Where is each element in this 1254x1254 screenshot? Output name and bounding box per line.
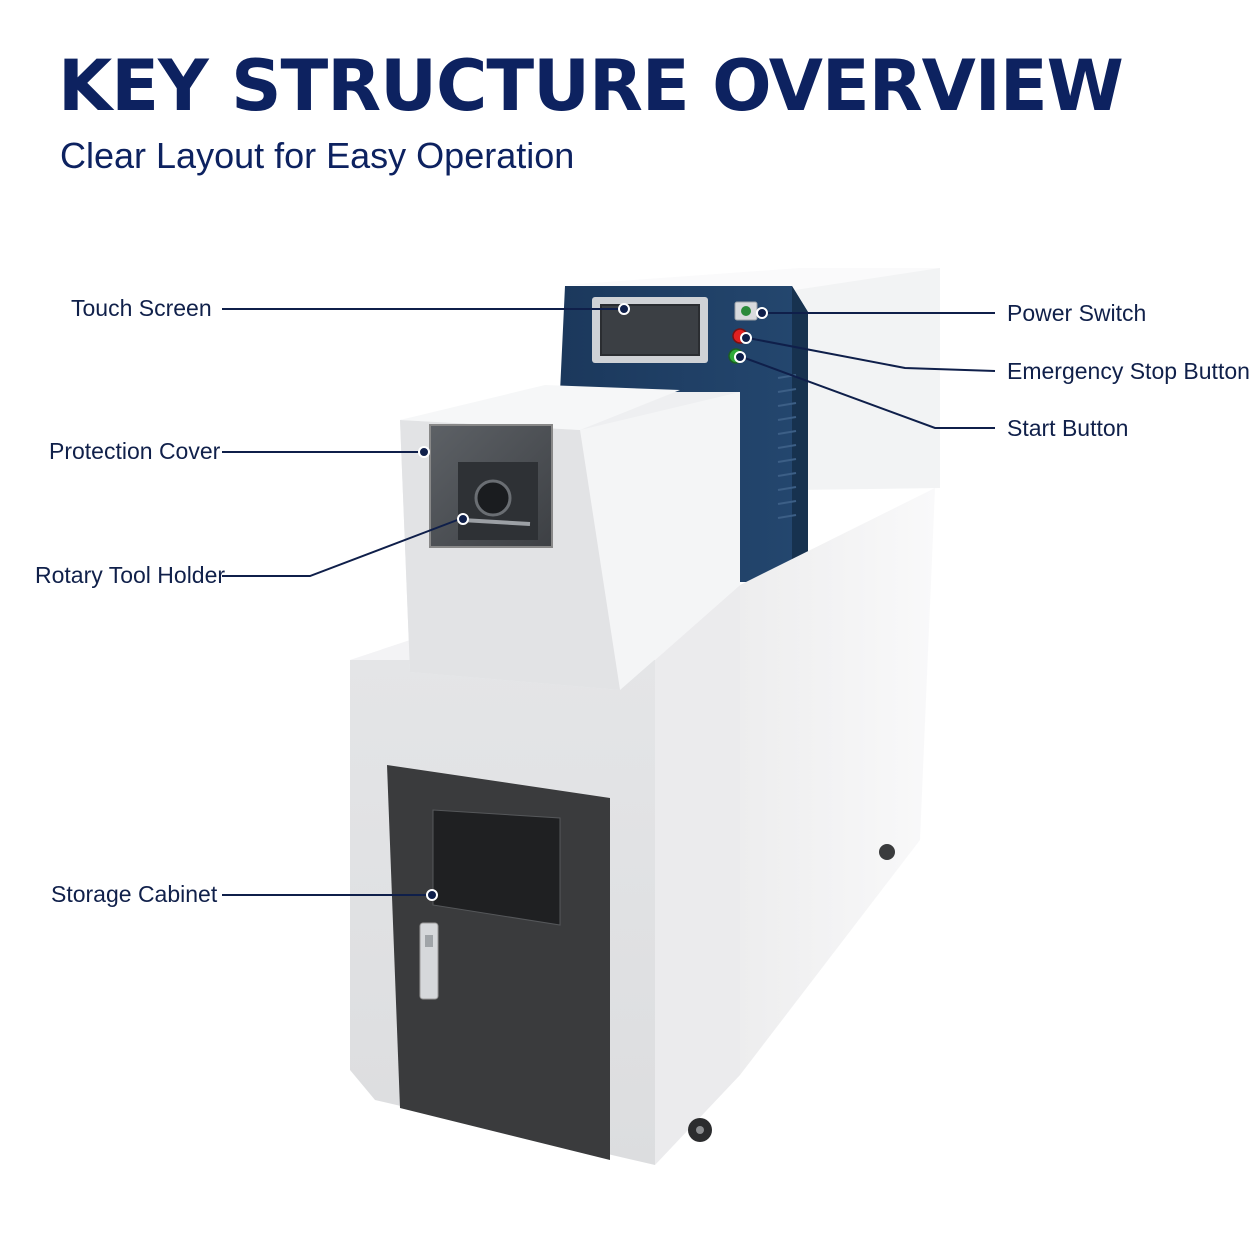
caster-wheel-icon <box>688 844 895 1142</box>
door-handle-icon <box>419 922 439 1000</box>
power-switch-label: Power Switch <box>1007 300 1147 326</box>
storage-cabinet-dot <box>426 889 438 901</box>
storage-cabinet-door <box>387 765 610 1160</box>
emergency-stop-label: Emergency Stop Button <box>1007 358 1250 384</box>
page-title: KEY STRUCTURE OVERVIEW <box>58 45 1124 127</box>
rotary-tool-holder-dot <box>457 513 469 525</box>
emergency-stop-dot <box>740 332 752 344</box>
emergency-stop-line <box>747 337 996 372</box>
protection-cover <box>429 424 553 548</box>
storage-cabinet-label: Storage Cabinet <box>51 881 218 907</box>
rotary-tool-holder-label: Rotary Tool Holder <box>35 562 226 588</box>
upper-housing <box>565 268 940 490</box>
header: KEY STRUCTURE OVERVIEW Clear Layout for … <box>58 45 1124 177</box>
start-button-label: Start Button <box>1007 415 1129 441</box>
start-button-dot <box>734 351 746 363</box>
start-button-line <box>741 356 995 429</box>
power-switch-icon <box>734 301 758 321</box>
callout-lines <box>222 303 996 901</box>
page-subtitle: Clear Layout for Easy Operation <box>60 135 575 176</box>
rotary-tool-holder-line <box>222 518 461 577</box>
protection-cover-dot <box>418 446 430 458</box>
touch-screen-dot <box>618 303 630 315</box>
touch-screen-label: Touch Screen <box>71 295 212 321</box>
protection-cover-label: Protection Cover <box>49 438 221 464</box>
vent-slots <box>777 374 797 519</box>
touch-screen <box>592 297 708 363</box>
power-switch-dot <box>756 307 768 319</box>
